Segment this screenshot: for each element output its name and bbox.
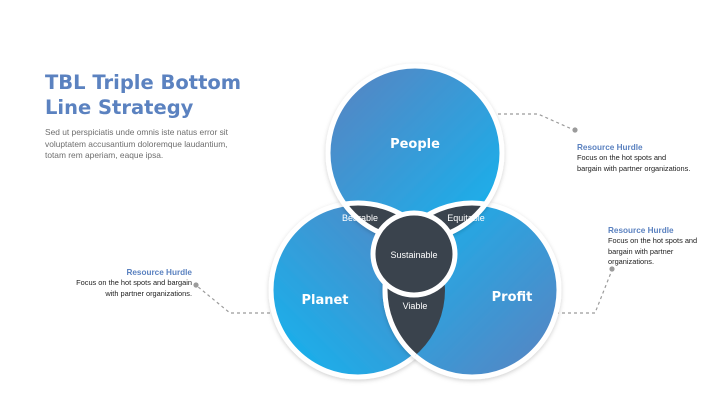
callout-body: Focus on the hot spots and bargain with …	[608, 236, 698, 266]
overlap-people-profit	[382, 200, 502, 240]
callout-heading: Resource Hurdle	[577, 143, 643, 152]
overlap-people-planet	[328, 200, 448, 240]
connector-right-mid	[550, 269, 613, 314]
page-description: Sed ut perspiciatis unde omnis iste natu…	[45, 127, 228, 160]
people-label: People	[390, 137, 440, 152]
planet-label: Planet	[301, 293, 348, 308]
viable-label: Viable	[403, 301, 428, 311]
sustainable-circle	[370, 210, 458, 298]
callout-heading: Resource Hurdle	[126, 268, 192, 277]
callout-right-top: Resource Hurdle Focus on the hot spots a…	[577, 142, 692, 174]
callout-right-mid: Resource Hurdle Focus on the hot spots a…	[608, 225, 708, 268]
connector-left	[196, 285, 282, 314]
callout-body: Focus on the hot spots and bargain with …	[577, 153, 691, 173]
callout-left: Resource Hurdle Focus on the hot spots a…	[72, 267, 192, 299]
bearable-label: Bearable	[342, 213, 378, 223]
equitable-label: Equitable	[447, 213, 485, 223]
connector-dot	[572, 127, 578, 133]
callout-heading: Resource Hurdle	[608, 226, 674, 235]
callout-body: Focus on the hot spots and bargain with …	[76, 278, 192, 298]
connector-dot	[193, 282, 199, 288]
sustainable-label: Sustainable	[390, 250, 437, 260]
profit-label: Profit	[492, 290, 533, 305]
page-title: TBL Triple Bottom Line Strategy	[45, 71, 242, 119]
connector-dot	[609, 266, 615, 272]
